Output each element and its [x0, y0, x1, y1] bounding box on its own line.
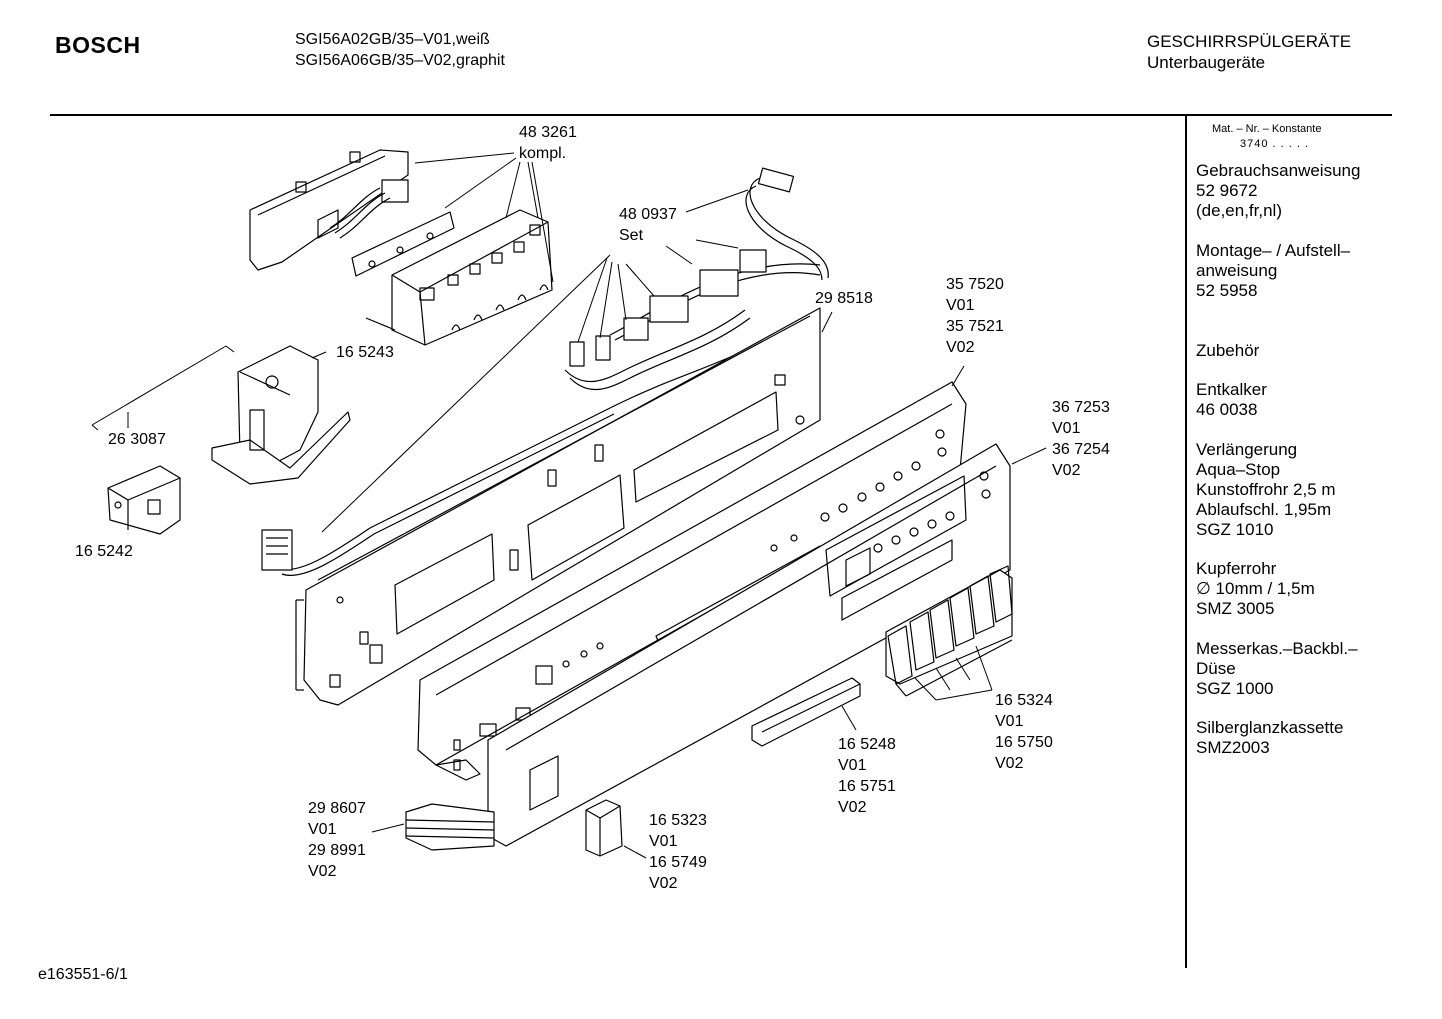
- leader-165243: [311, 351, 327, 359]
- leader-298518: [821, 311, 833, 333]
- leader-298607: [371, 823, 405, 833]
- switch-165243: [211, 345, 351, 485]
- category-title: GESCHIRRSPÜLGERÄTE: [1147, 32, 1352, 51]
- switch-165242: [107, 465, 181, 535]
- model-line-2: SGI56A06GB/35–V02,graphit: [295, 52, 505, 69]
- mat-nr-label: Mat. – Nr. – Konstante: [1212, 123, 1322, 135]
- drawing-code: e163551-6/1: [38, 966, 128, 983]
- control-module-board: [351, 209, 553, 346]
- strip-165248: [751, 677, 861, 747]
- model-line-1: SGI56A02GB/35–V01,weiß: [295, 31, 490, 48]
- part-263087: 26 3087: [108, 431, 166, 448]
- leader-165323: [623, 845, 647, 859]
- cap-165323: [585, 799, 623, 857]
- mat-nr-value: 3740 . . . . .: [1240, 138, 1310, 150]
- rear-frame: [295, 307, 821, 706]
- subcategory-title: Unterbaugeräte: [1147, 53, 1266, 72]
- spacer-298607: [405, 803, 495, 851]
- control-module-housing: [249, 149, 409, 271]
- leader-165324: [914, 645, 993, 701]
- sidebar-item-accessories: Zubehör: [1196, 341, 1260, 360]
- part-165243: 16 5243: [336, 344, 394, 361]
- header-divider: [50, 114, 1392, 116]
- wiring-harness: [261, 167, 829, 576]
- part-165242: 16 5242: [75, 543, 133, 560]
- leader-165248: [841, 705, 857, 731]
- exploded-diagram: [91, 149, 1047, 859]
- leader-367253: [1011, 447, 1047, 465]
- part-298518: 29 8518: [815, 290, 873, 307]
- brand-logo: BOSCH: [55, 32, 141, 58]
- leader-357520: [951, 365, 965, 387]
- leader-263087: [91, 345, 235, 431]
- sidebar-divider: [1185, 116, 1187, 968]
- leader-480937: [321, 189, 749, 533]
- leader-483261: [414, 152, 554, 283]
